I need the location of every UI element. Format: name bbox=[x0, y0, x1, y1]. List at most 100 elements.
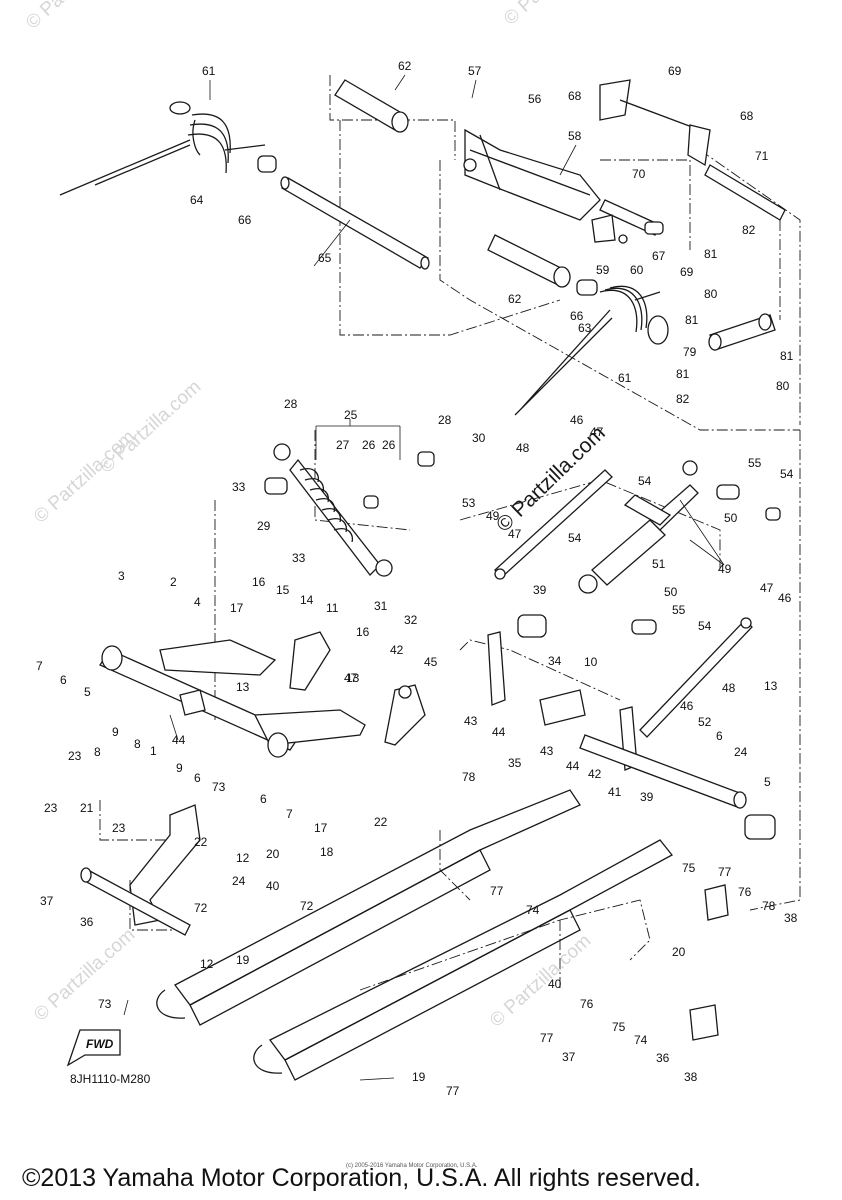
callout-label: 22 bbox=[194, 835, 208, 849]
callout-label: 9 bbox=[176, 761, 183, 775]
callout-label: 44 bbox=[492, 725, 506, 739]
callout-label: 6 bbox=[194, 771, 201, 785]
callout-label: 77 bbox=[446, 1084, 460, 1098]
bracket-34 bbox=[539, 689, 586, 726]
callout-label: 78 bbox=[762, 899, 776, 913]
callout-label: 74 bbox=[634, 1033, 648, 1047]
callout-label: 7 bbox=[36, 659, 43, 673]
callout-label: 59 bbox=[596, 263, 610, 277]
callout-label: 62 bbox=[508, 292, 522, 306]
callout-label: 39 bbox=[533, 583, 547, 597]
callout-label: 26 bbox=[362, 438, 376, 452]
callout-label: 77 bbox=[718, 865, 732, 879]
leader-lines bbox=[123, 74, 725, 1081]
callout-label: 68 bbox=[568, 89, 582, 103]
bracket-10 bbox=[384, 684, 426, 746]
callout-label: 49 bbox=[718, 562, 732, 576]
callout-label: 18 bbox=[320, 845, 334, 859]
callout-label: 17 bbox=[230, 601, 244, 615]
torsion-spring-63 bbox=[514, 285, 669, 416]
callout-label: 48 bbox=[516, 441, 530, 455]
callout-label: 49 bbox=[486, 509, 500, 523]
callout-label: 13 bbox=[346, 671, 360, 685]
callout-label: 79 bbox=[683, 345, 697, 359]
callout-label: 77 bbox=[490, 884, 504, 898]
callout-label: 70 bbox=[632, 167, 646, 181]
callout-label: 75 bbox=[682, 861, 696, 875]
collar-28 bbox=[417, 451, 435, 467]
callout-label: 26 bbox=[382, 438, 396, 452]
callout-label: 37 bbox=[562, 1050, 576, 1064]
callout-label: 81 bbox=[704, 247, 718, 261]
shaft-71 bbox=[687, 124, 786, 221]
callout-label: 24 bbox=[734, 745, 748, 759]
callout-label: 40 bbox=[266, 879, 280, 893]
callout-label: 68 bbox=[740, 109, 754, 123]
bushing-55-lower bbox=[631, 619, 657, 635]
callout-label: 69 bbox=[680, 265, 694, 279]
callout-label: 67 bbox=[652, 249, 666, 263]
callout-label: 54 bbox=[780, 467, 794, 481]
callout-label: 48 bbox=[722, 681, 736, 695]
callout-label: 6 bbox=[60, 673, 67, 687]
callout-label: 35 bbox=[508, 756, 522, 770]
callout-label: 54 bbox=[638, 474, 652, 488]
callout-label: 15 bbox=[276, 583, 290, 597]
callout-label: 66 bbox=[238, 213, 252, 227]
fwd-badge: FWD bbox=[86, 1037, 114, 1051]
callout-label: 36 bbox=[656, 1051, 670, 1065]
callout-label: 81 bbox=[685, 313, 699, 327]
callout-label: 27 bbox=[336, 438, 350, 452]
callout-label: 33 bbox=[232, 480, 246, 494]
copyright-footer: ©2013 Yamaha Motor Corporation, U.S.A. A… bbox=[22, 1164, 701, 1192]
callout-label: 77 bbox=[540, 1031, 554, 1045]
callout-labels: 61 62 57 68 69 56 58 68 71 64 66 65 70 8… bbox=[36, 59, 798, 1098]
shock-absorber-51 bbox=[578, 460, 699, 594]
callout-label: 73 bbox=[212, 780, 226, 794]
callout-label: 12 bbox=[236, 851, 250, 865]
callout-label: 23 bbox=[44, 801, 58, 815]
callout-label: 73 bbox=[98, 997, 112, 1011]
callout-label: 47 bbox=[508, 527, 522, 541]
pipe-62-lower bbox=[487, 234, 598, 296]
callout-label: 42 bbox=[390, 643, 404, 657]
callout-label: 56 bbox=[528, 92, 542, 106]
callout-label: 55 bbox=[748, 456, 762, 470]
callout-label: 44 bbox=[566, 759, 580, 773]
callout-label: 72 bbox=[300, 899, 314, 913]
bracket-59 bbox=[591, 214, 628, 244]
arm-assembly-58 bbox=[463, 128, 601, 221]
callout-label: 2 bbox=[170, 575, 177, 589]
callout-label: 75 bbox=[612, 1020, 626, 1034]
clamp-79 bbox=[708, 313, 776, 351]
callout-label: 17 bbox=[314, 821, 328, 835]
callout-label: 54 bbox=[698, 619, 712, 633]
callout-label: 38 bbox=[684, 1070, 698, 1084]
rod-47 bbox=[494, 469, 613, 580]
pipe-62 bbox=[334, 79, 409, 133]
callout-label: 9 bbox=[112, 725, 119, 739]
rail-bracket-74 bbox=[689, 884, 729, 1041]
callout-label: 5 bbox=[764, 775, 771, 789]
callout-label: 12 bbox=[200, 957, 214, 971]
bracket-68-69 bbox=[599, 79, 701, 131]
callout-label: 25 bbox=[344, 408, 358, 422]
callout-label: 76 bbox=[738, 885, 752, 899]
callout-label: 13 bbox=[764, 679, 778, 693]
callout-label: 19 bbox=[412, 1070, 426, 1084]
callout-label: 80 bbox=[704, 287, 718, 301]
callout-label: 62 bbox=[398, 59, 412, 73]
callout-label: 13 bbox=[236, 680, 250, 694]
callout-label: 37 bbox=[40, 894, 54, 908]
callout-label: 39 bbox=[640, 790, 654, 804]
callout-label: 40 bbox=[548, 977, 562, 991]
callout-label: 47 bbox=[760, 581, 774, 595]
callout-label: 29 bbox=[257, 519, 271, 533]
callout-label: 8 bbox=[94, 745, 101, 759]
callout-label: 69 bbox=[668, 64, 682, 78]
callout-label: 80 bbox=[776, 379, 790, 393]
callout-label: 19 bbox=[236, 953, 250, 967]
shaft-18 bbox=[80, 867, 191, 936]
callout-label: 7 bbox=[286, 807, 293, 821]
